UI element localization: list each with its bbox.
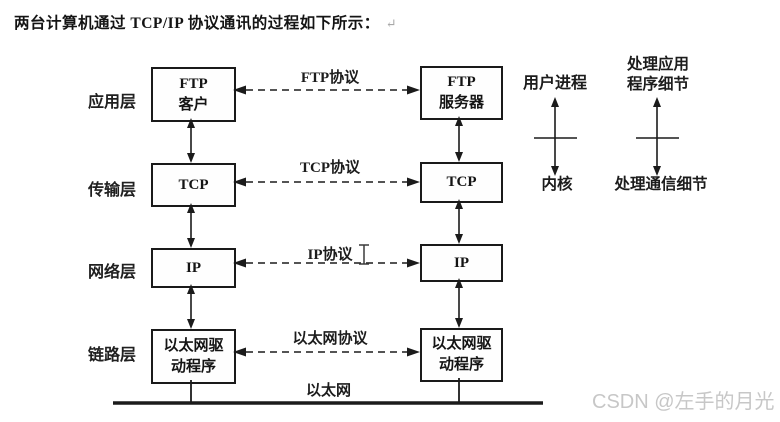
label-app-details: 处理应用 程序细节 bbox=[626, 56, 689, 94]
label-kernel: 内核 bbox=[541, 176, 573, 193]
label-ip-protocol: IP协议 bbox=[307, 247, 353, 263]
box-ftp-client: FTP 客户 bbox=[151, 67, 236, 122]
arrow-left-ip-driver bbox=[187, 284, 195, 329]
label-comm-details: 处理通信细节 bbox=[614, 176, 708, 193]
arrow-ethernet-protocol bbox=[233, 347, 420, 357]
page-title: 两台计算机通过 TCP/IP 协议通讯的过程如下所示： ↵ bbox=[14, 11, 397, 33]
box-eth-driver-left: 以太网驱 动程序 bbox=[151, 329, 236, 384]
layer-label-link: 链路层 bbox=[88, 347, 137, 364]
arrow-tcp-protocol bbox=[233, 177, 420, 187]
box-ftp-server: FTP 服务器 bbox=[420, 66, 503, 120]
csdn-watermark: CSDN @左手的月光 bbox=[592, 391, 775, 413]
arrow-right-ip-driver bbox=[455, 278, 463, 328]
layer-label-transport: 传输层 bbox=[88, 182, 137, 199]
arrow-right-tcp-ip bbox=[455, 199, 463, 244]
arrow-left-ftp-tcp bbox=[187, 118, 195, 163]
arrow-details-boundary bbox=[636, 97, 679, 176]
box-ip-left: IP bbox=[151, 248, 236, 288]
arrow-user-kernel bbox=[534, 97, 577, 176]
label-ethernet-bus: 以太网 bbox=[306, 383, 352, 399]
label-user-process: 用户进程 bbox=[522, 75, 587, 92]
box-tcp-left: TCP bbox=[151, 163, 236, 207]
paragraph-return-mark: ↵ bbox=[385, 16, 398, 31]
label-ftp-protocol: FTP协议 bbox=[300, 70, 360, 86]
label-tcp-protocol: TCP协议 bbox=[299, 160, 360, 176]
box-ip-right: IP bbox=[420, 244, 503, 282]
layer-label-network: 网络层 bbox=[88, 264, 137, 281]
arrow-right-ftp-tcp bbox=[455, 116, 463, 162]
label-ethernet-protocol: 以太网协议 bbox=[292, 331, 368, 347]
box-eth-driver-right: 以太网驱 动程序 bbox=[420, 328, 503, 382]
box-tcp-right: TCP bbox=[420, 162, 503, 203]
layer-label-application: 应用层 bbox=[88, 94, 137, 111]
title-text: 两台计算机通过 TCP/IP 协议通讯的过程如下所示： bbox=[14, 15, 380, 32]
arrow-left-tcp-ip bbox=[187, 203, 195, 248]
